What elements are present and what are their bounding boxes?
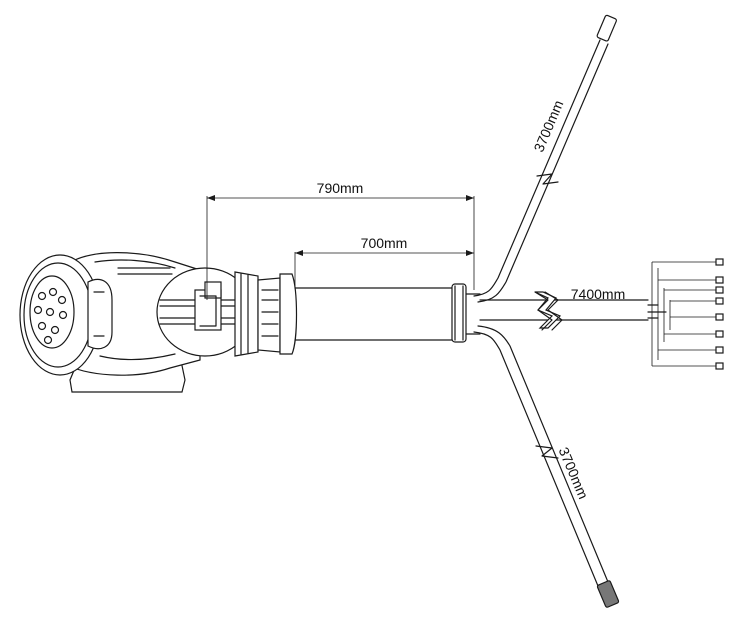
wire-terminal xyxy=(715,346,724,354)
lower-end-cap xyxy=(596,580,620,608)
wire-terminal xyxy=(715,286,724,294)
dimension-label-7400: 7400mm xyxy=(571,286,625,302)
cable-gland xyxy=(234,271,298,357)
plug-pins xyxy=(33,287,68,345)
middle-branch-cable xyxy=(479,291,649,331)
dimension-700: 700mm xyxy=(294,235,474,288)
wire-terminal xyxy=(715,330,724,338)
dimension-label-3700-bottom: 3700mm xyxy=(556,445,592,501)
wire-terminal xyxy=(715,258,724,266)
main-cable xyxy=(294,283,481,343)
wire-terminal xyxy=(715,297,724,305)
upper-end-cap xyxy=(596,14,617,42)
lower-branch-cable xyxy=(473,325,620,608)
wire-terminal xyxy=(715,362,724,370)
dimension-790: 790mm xyxy=(206,180,475,300)
wire-fanout xyxy=(647,258,724,370)
detail-inset xyxy=(156,267,254,357)
upper-branch-cable xyxy=(473,14,617,303)
wire-terminal-list xyxy=(652,258,724,370)
wire-terminal xyxy=(715,276,724,284)
dimension-label-3700-top: 3700mm xyxy=(530,98,566,154)
wire-terminal xyxy=(715,313,724,321)
plug-connector xyxy=(19,252,201,393)
dimension-label-700: 700mm xyxy=(361,235,408,251)
dimension-label-790: 790mm xyxy=(317,180,364,196)
